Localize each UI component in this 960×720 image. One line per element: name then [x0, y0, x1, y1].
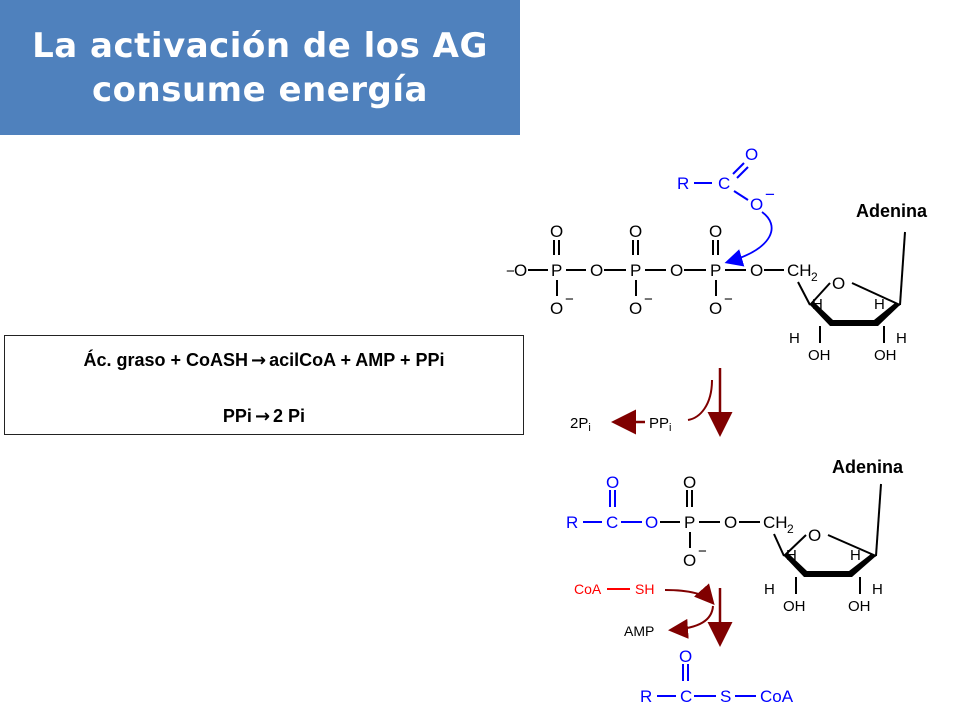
equation-1-reactants: Ác. graso + CoASH: [83, 350, 249, 370]
oxygen-atom: O: [550, 222, 563, 241]
negative-charge: −: [698, 543, 707, 560]
hydroxyl-group: OH: [783, 598, 806, 615]
hydrogen-atom: H: [789, 330, 800, 347]
oxygen-atom: O: [550, 299, 563, 318]
coa-group: CoA: [760, 687, 794, 706]
phosphorus-atom: P: [630, 261, 641, 280]
incoming-arrow-icon: [664, 583, 715, 606]
reaction-equation-box: Ác. graso + CoASH→acilCoA + AMP + PPi PP…: [4, 335, 524, 435]
negative-charge: −: [724, 291, 733, 308]
hydroxyl-group: OH: [874, 347, 897, 364]
phosphorus-atom: P: [684, 513, 695, 532]
equation-2-reactant: PPi: [222, 406, 252, 426]
r-group: R: [640, 687, 652, 706]
oxygen-atom: O: [750, 261, 763, 280]
phosphorus-atom: P: [710, 261, 721, 280]
hydrogen-atom: H: [786, 547, 797, 564]
hydroxyl-group: OH: [808, 347, 831, 364]
equation-1-products: acilCoA + AMP + PPi: [269, 350, 445, 370]
oxygen-atom: O: [514, 261, 527, 280]
sh-label: SH: [635, 581, 654, 597]
atp-molecule: − O P O O − O P O O − O P O O − O CH: [506, 222, 907, 364]
oxygen-atom: O: [670, 261, 683, 280]
oxygen-atom: O: [683, 473, 696, 492]
hydroxyl-group: OH: [848, 598, 871, 615]
title-line-2: consume energía: [91, 69, 428, 110]
sulfur-atom: S: [720, 687, 731, 706]
negative-charge: −: [506, 263, 515, 280]
nucleophilic-attack-arrow-icon: [724, 211, 773, 267]
equation-1: Ác. graso + CoASH→acilCoA + AMP + PPi: [5, 350, 523, 371]
hydrogen-atom: H: [874, 296, 885, 313]
hydrogen-atom: H: [850, 547, 861, 564]
oxygen-atom: O: [709, 222, 722, 241]
equation-2-product: 2 Pi: [273, 406, 306, 426]
carbon-atom: C: [606, 513, 618, 532]
amp-label: AMP: [624, 623, 654, 639]
oxygen-atom: O: [645, 513, 658, 532]
negative-charge: −: [644, 291, 653, 308]
hydrogen-atom: H: [812, 296, 823, 313]
negative-charge: −: [765, 185, 775, 204]
oxygen-atom: O: [808, 526, 821, 545]
pyrophosphate-hydrolysis: PPi 2Pi: [570, 368, 733, 437]
oxygen-atom: O: [724, 513, 737, 532]
coa-label: CoA: [574, 581, 602, 597]
negative-charge: −: [565, 291, 574, 308]
oxygen-atom: O: [629, 222, 642, 241]
hydrogen-atom: H: [764, 581, 775, 598]
title-banner: La activación de los AG consume energía: [0, 0, 520, 135]
oxygen-atom: O: [709, 299, 722, 318]
phosphate-label: 2Pi: [570, 415, 591, 434]
oxygen-atom: O: [629, 299, 642, 318]
oxygen-atom: O: [832, 274, 845, 293]
r-group: R: [566, 513, 578, 532]
r-group: R: [677, 174, 689, 193]
carbon-atom: C: [718, 174, 730, 193]
carbon-atom: C: [680, 687, 692, 706]
oxygen-atom: O: [683, 551, 696, 570]
right-arrow-icon: →: [254, 406, 271, 427]
pyrophosphate-label: PPi: [649, 415, 671, 434]
oxygen-atom: O: [750, 195, 763, 214]
equation-2: PPi→2 Pi: [5, 406, 523, 427]
adenina-label-top: Adenina: [856, 201, 928, 221]
adenina-label-bottom: Adenina: [832, 457, 904, 477]
subscript: 2: [787, 522, 794, 536]
acyl-coa: R C O S CoA: [640, 647, 794, 706]
oxygen-atom: O: [590, 261, 603, 280]
acyl-adenylate: R C O O P O O − O CH 2 O H H H H OH OH: [566, 473, 883, 615]
right-arrow-icon: →: [251, 350, 267, 371]
oxygen-atom: O: [679, 647, 692, 666]
oxygen-atom: O: [606, 473, 619, 492]
outgoing-arrow-icon: [668, 605, 714, 639]
subscript: 2: [811, 270, 818, 284]
coa-thioester-formation: CoA SH AMP: [574, 581, 733, 647]
fatty-acid-carboxylate: R C O O −: [677, 145, 775, 267]
ch2-group: CH: [787, 261, 812, 280]
hydrogen-atom: H: [896, 330, 907, 347]
title-line-1: La activación de los AG: [32, 25, 488, 66]
ch2-group: CH: [763, 513, 788, 532]
hydrogen-atom: H: [872, 581, 883, 598]
phosphorus-atom: P: [551, 261, 562, 280]
oxygen-atom: O: [745, 145, 758, 164]
